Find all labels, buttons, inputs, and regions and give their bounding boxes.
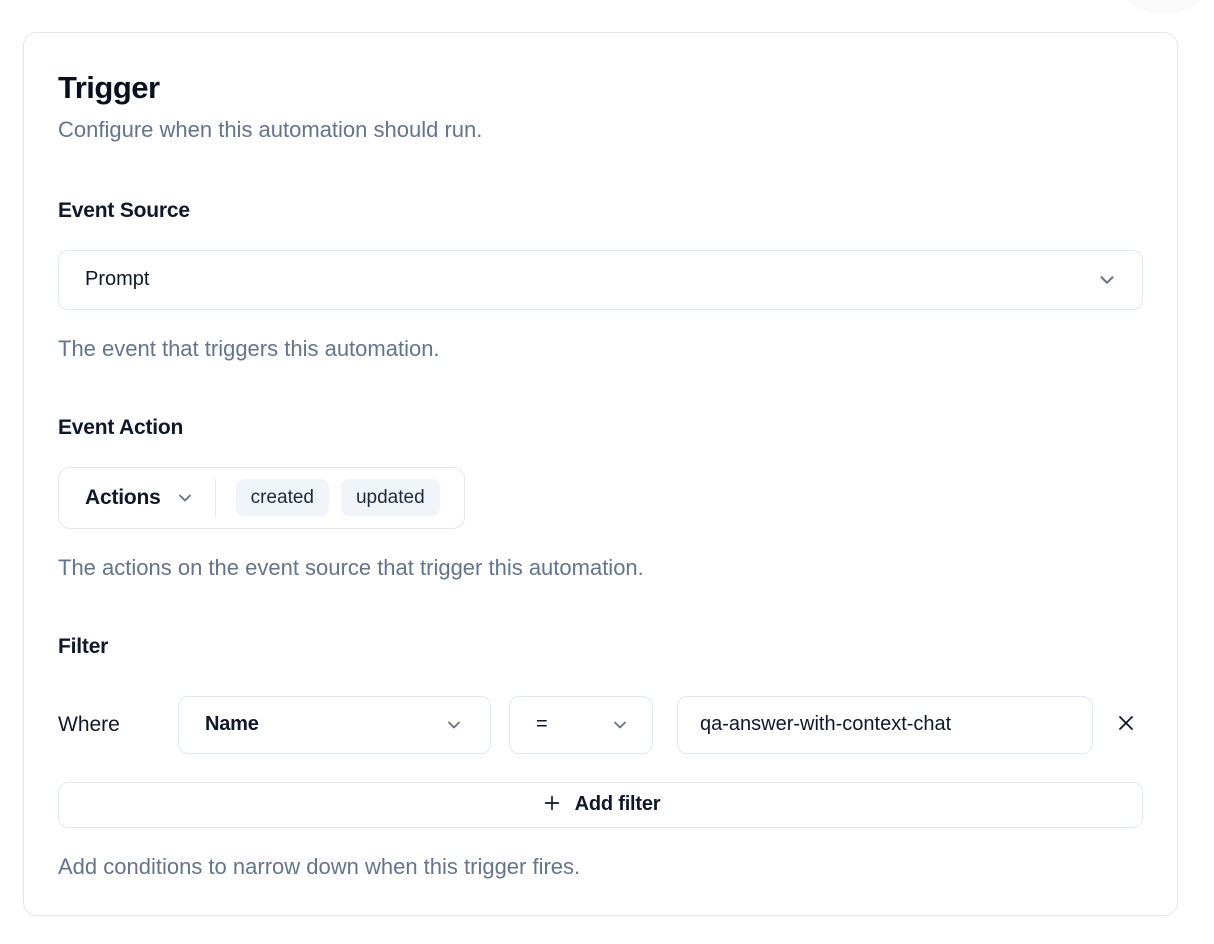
trigger-card: Trigger Configure when this automation s…: [23, 32, 1178, 916]
add-filter-button-label: Add filter: [574, 793, 661, 816]
chevron-down-icon: [610, 715, 630, 735]
filter-field-select[interactable]: Name: [178, 695, 491, 754]
chevron-down-icon: [175, 488, 195, 508]
filter-label: Filter: [58, 634, 109, 658]
chevron-down-icon: [444, 715, 464, 735]
page-title: Trigger: [58, 70, 160, 105]
filter-help: Add conditions to narrow down when this …: [58, 853, 581, 879]
where-label: Where: [58, 712, 120, 736]
filter-operator-selected-value: =: [536, 713, 548, 736]
event-source-selected-value: Prompt: [85, 268, 150, 291]
actions-dropdown[interactable]: Actions: [85, 486, 195, 510]
event-action-label: Event Action: [58, 415, 184, 439]
filter-field-selected-value: Name: [205, 713, 259, 736]
plus-icon: [541, 792, 563, 817]
filter-operator-select[interactable]: =: [509, 695, 653, 754]
filter-condition-row: Where Name =: [58, 695, 1143, 754]
event-source-select[interactable]: Prompt: [58, 249, 1143, 310]
card-subtitle: Configure when this automation should ru…: [58, 117, 483, 143]
vertical-divider: [214, 478, 216, 517]
close-icon: [1114, 711, 1138, 738]
event-source-help: The event that triggers this automation.: [58, 335, 440, 361]
actions-dropdown-label: Actions: [85, 485, 161, 509]
partial-element-top-right: [1126, 0, 1202, 14]
event-action-control: Actions created updated: [58, 466, 465, 529]
remove-filter-button[interactable]: [1109, 708, 1143, 742]
add-filter-button[interactable]: Add filter: [58, 781, 1143, 828]
action-tag-created[interactable]: created: [235, 479, 329, 517]
chevron-down-icon: [1096, 269, 1118, 291]
event-action-help: The actions on the event source that tri…: [58, 554, 644, 580]
event-source-label: Event Source: [58, 198, 190, 222]
action-tag-updated[interactable]: updated: [340, 479, 440, 517]
filter-value-input[interactable]: [677, 695, 1093, 754]
